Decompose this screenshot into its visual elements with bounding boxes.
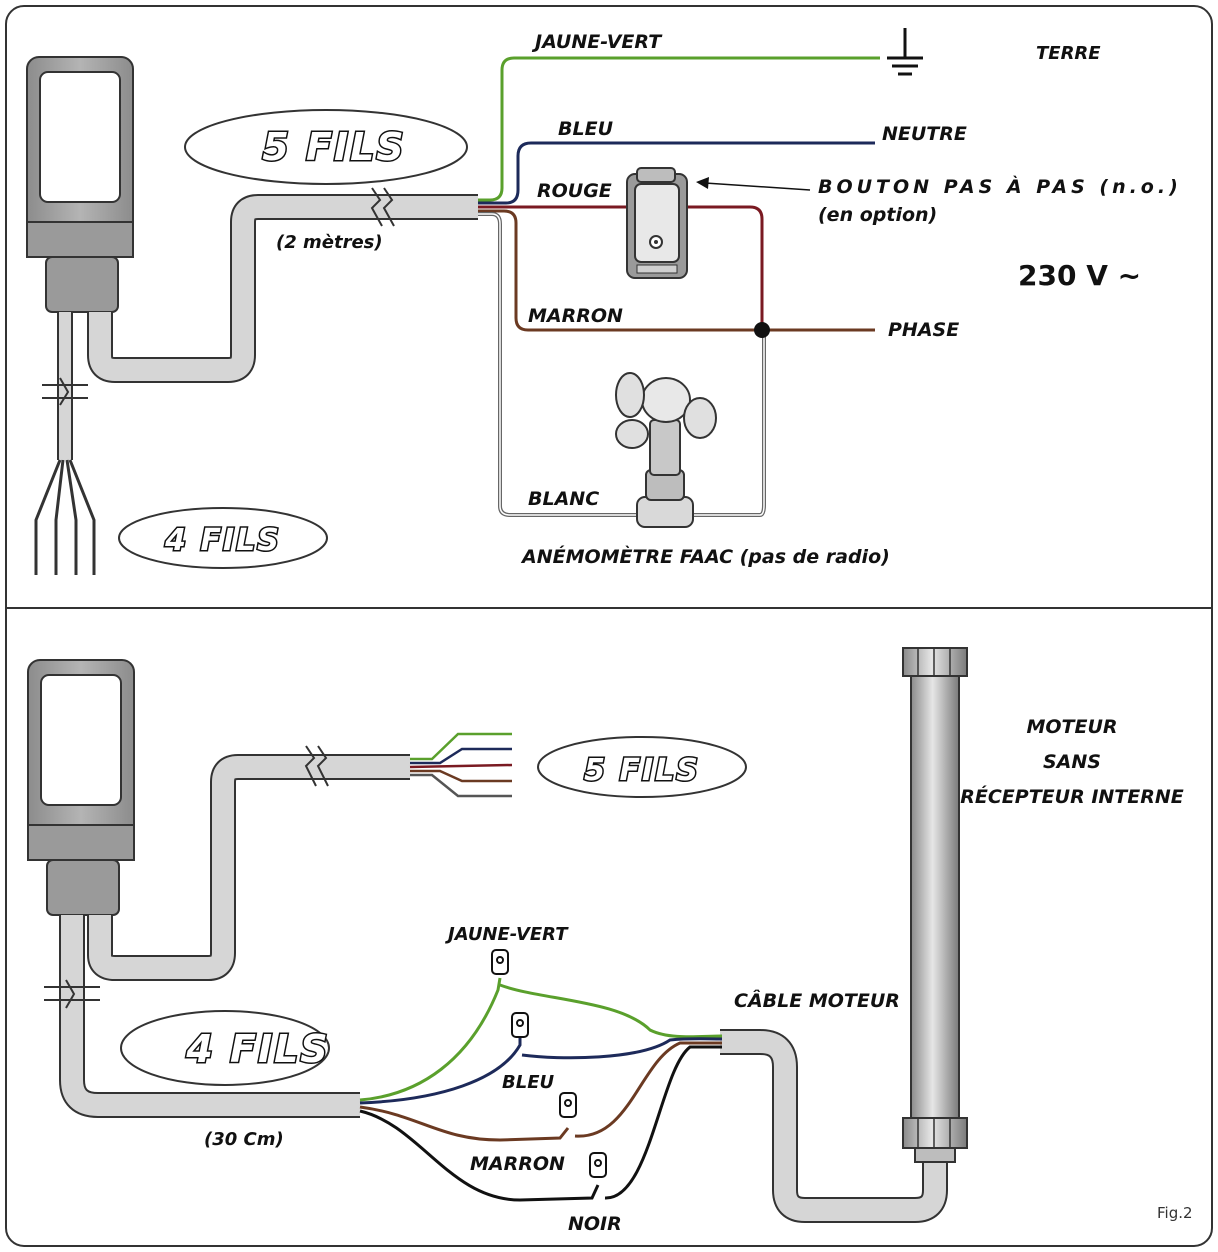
label-anemometre: ANÉMOMÈTRE FAAC (pas de radio): [520, 545, 890, 568]
ground-icon: [887, 28, 923, 76]
outer-frame: [5, 5, 1213, 1247]
fils5-text-bottom: 5 FILS: [584, 753, 700, 788]
fils5-text-top: 5 FILS: [262, 125, 405, 169]
fils4-badge-top: [118, 507, 328, 569]
wire-brown-top: [478, 209, 875, 332]
anemometer-icon: [615, 372, 717, 528]
fils4-badge-bottom: [120, 1010, 330, 1086]
label-noir: NOIR: [568, 1213, 622, 1235]
wire-green-bottom: [359, 977, 723, 1102]
label-marron-bottom: MARRON: [470, 1153, 565, 1175]
label-terre: TERRE: [1036, 43, 1101, 64]
label-bouton: BOUTON PAS À PAS (n.o.): [818, 175, 1182, 198]
fils4-text-bottom: 4 FILS: [185, 1027, 329, 1071]
top-panel: 5 FILS (2 mètres) 4 FILS: [26, 28, 1182, 575]
label-blanc: BLANC: [528, 488, 599, 510]
label-jaune-vert-bottom: JAUNE-VERT: [445, 924, 569, 945]
connector-icon: [559, 1092, 577, 1118]
label-phase: PHASE: [888, 319, 959, 341]
wire-blue-bottom: [359, 1030, 723, 1105]
wire-brown-bottom: [359, 1041, 722, 1142]
fils4-text-top: 4 FILS: [164, 523, 281, 558]
label-bleu-top: BLEU: [558, 118, 614, 140]
label-recepteur: RÉCEPTEUR INTERNE: [960, 785, 1184, 808]
tubular-motor-icon: [902, 647, 968, 1163]
wire-connectors: [491, 949, 607, 1178]
label-cable-moteur: CÂBLE MOTEUR: [734, 989, 900, 1012]
figure-label: Fig.2: [1157, 1204, 1193, 1222]
label-en-option: (en option): [818, 204, 937, 226]
push-button-icon: [626, 167, 688, 279]
junction-dot: [754, 322, 770, 338]
cable-5-fils-bottom: [87, 754, 410, 981]
deux-metres-label: (2 mètres): [276, 232, 383, 253]
wire-red-top: [478, 205, 764, 330]
connector-icon: [491, 949, 509, 975]
cable-break-mark: [370, 187, 383, 227]
four-wire-ends: [34, 459, 96, 575]
label-sans: SANS: [1043, 751, 1101, 773]
wire-blue-top: [478, 141, 875, 205]
label-trente-cm: (30 Cm): [204, 1129, 284, 1150]
wire-green-top: [478, 56, 880, 202]
control-box-top: [26, 56, 134, 313]
fils5-badge-bottom: [537, 736, 747, 798]
fils5-badge-top: [184, 109, 468, 185]
connector-icon: [589, 1152, 607, 1178]
connection-wires: [359, 977, 723, 1202]
label-neutre: NEUTRE: [882, 123, 967, 145]
label-rouge: ROUGE: [537, 180, 612, 202]
connector-icon: [511, 1012, 529, 1038]
label-moteur: MOTEUR: [1026, 716, 1117, 738]
wire-black-bottom: [359, 1045, 722, 1202]
control-box-bottom: [27, 659, 135, 916]
arrow-to-button: [704, 182, 811, 191]
five-wire-ends: [409, 732, 513, 798]
label-marron-top: MARRON: [528, 305, 623, 327]
bottom-panel: 5 FILS 4 FILS (30 Cm): [27, 647, 1193, 1235]
label-jaune-vert-top: JAUNE-VERT: [531, 31, 663, 53]
wire-white-top: [478, 212, 766, 517]
label-bleu-bottom: BLEU: [502, 1072, 554, 1093]
label-voltage: 230 V ~: [1018, 259, 1141, 292]
